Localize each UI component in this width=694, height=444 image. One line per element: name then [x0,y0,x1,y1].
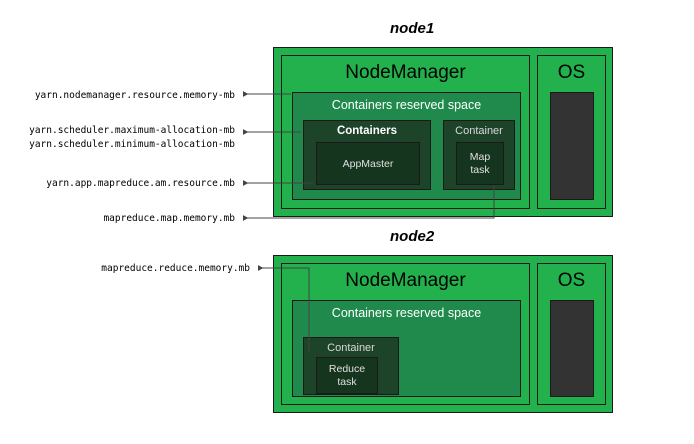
node1-os-memory-box [550,92,594,200]
node1-appmaster-box: AppMaster [316,142,420,185]
node1-containers-box: Containers AppMaster [303,120,431,190]
node2-os-memory-box [550,300,594,397]
label-mapreduce-map-memory-mb: mapreduce.map.memory.mb [103,213,235,224]
node2-reduce-task-line1: Reduce [328,362,366,375]
label-yarn-scheduler-maximum-allocation-mb: yarn.scheduler.maximum-allocation-mb [29,125,235,136]
node2-nodemanager-label: NodeManager [345,270,466,291]
node2-title: node2 [390,228,435,245]
node1-map-task-label: Map task [457,151,503,177]
node2-box: NodeManager Containers reserved space Co… [273,255,613,413]
node1-map-task-line1: Map [469,150,491,163]
node1-reserved-space-box: Containers reserved space Containers App… [292,92,521,200]
node2-container-label: Container [327,342,375,354]
node1-map-task-box: Map task [456,142,504,185]
node1-container-box: Container Map task [443,120,515,190]
label-yarn-scheduler-minimum-allocation-mb: yarn.scheduler.minimum-allocation-mb [29,139,235,150]
node1-containers-label: Containers [336,125,398,137]
label-yarn-nodemanager-resource-memory-mb: yarn.nodemanager.resource.memory-mb [34,90,235,101]
node2-reserved-space-label: Containers reserved space [331,306,482,320]
node1-map-task-line2: task [470,163,490,176]
node2-nodemanager-box: NodeManager Containers reserved space Co… [281,263,530,405]
node1-box: NodeManager Containers reserved space Co… [273,47,613,217]
node1-os-region: OS [537,55,606,209]
node2-container-box: Container Reduce task [303,337,399,395]
node2-reduce-task-label: Reduce task [317,363,377,389]
node2-reduce-task-line2: task [337,375,357,388]
node2-os-region: OS [537,263,606,405]
node1-container-label: Container [455,125,503,137]
label-mapreduce-reduce-memory-mb: mapreduce.reduce.memory.mb [101,263,250,274]
node1-os-label: OS [557,62,586,83]
node1-title: node1 [390,20,435,37]
node1-nodemanager-label: NodeManager [345,62,466,83]
node1-appmaster-label: AppMaster [342,157,394,170]
node1-reserved-space-label: Containers reserved space [331,98,482,112]
node2-reserved-space-box: Containers reserved space Container Redu… [292,300,521,397]
node1-nodemanager-box: NodeManager Containers reserved space Co… [281,55,530,209]
node2-os-label: OS [557,270,586,291]
label-yarn-app-mapreduce-am-resource-mb: yarn.app.mapreduce.am.resource.mb [46,178,235,189]
node2-reduce-task-box: Reduce task [316,357,378,394]
